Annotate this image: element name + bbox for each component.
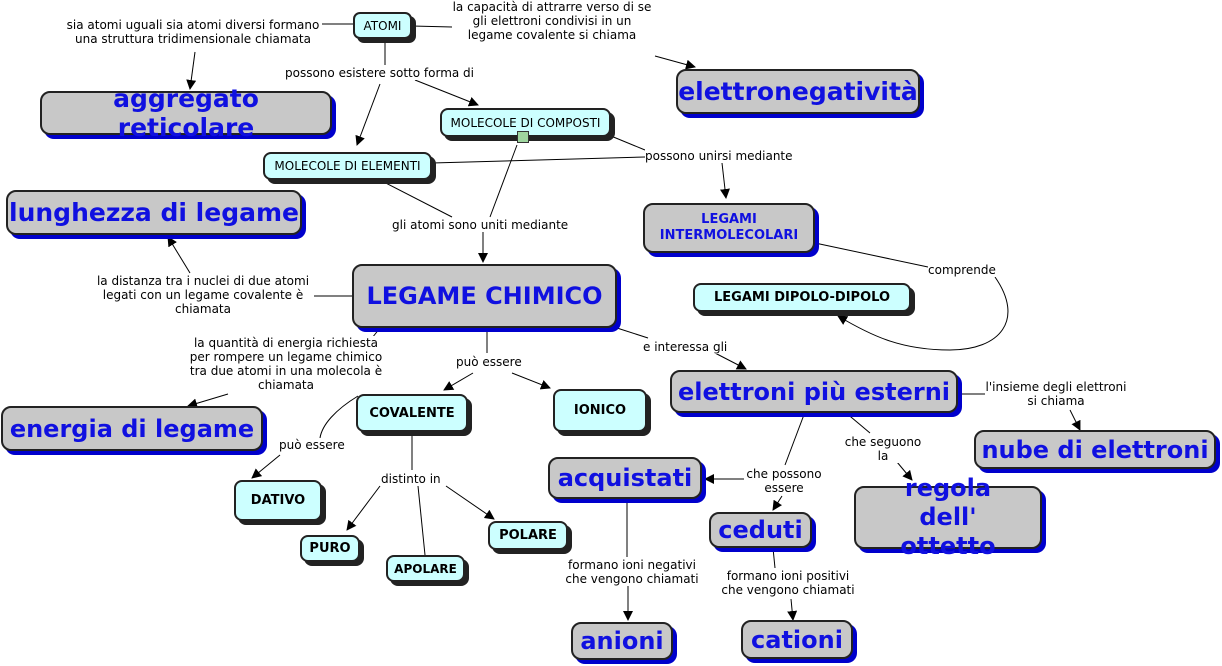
- node-lunghezza-di-legame[interactable]: lunghezza di legame: [6, 190, 302, 235]
- node-aggregato-reticolare[interactable]: aggregato reticolare: [40, 84, 332, 142]
- label-che-possono: che possono essere: [744, 467, 824, 495]
- node-puro[interactable]: PURO: [300, 535, 360, 562]
- label-ioni-negativi: formano ioni negativi che vengono chiama…: [562, 558, 702, 586]
- label-distanza: la distanza tra i nuclei di due atomi le…: [92, 274, 314, 316]
- node-ceduti[interactable]: ceduti: [709, 512, 812, 548]
- node-elettronegativita[interactable]: elettronegatività: [676, 69, 920, 114]
- label-insieme: l'insieme degli elettroni si chiama: [985, 380, 1127, 408]
- label-atomi-uniti: gli atomi sono uniti mediante: [392, 218, 569, 232]
- label-quantita: la quantità di energia richiesta per rom…: [186, 336, 386, 392]
- node-cationi[interactable]: cationi: [741, 620, 853, 659]
- node-regola-ottetto[interactable]: regola dell' ottetto: [854, 474, 1042, 560]
- label-che-seguono: che seguono la: [840, 435, 926, 463]
- label-comprende: comprende: [928, 263, 996, 277]
- node-acquistati[interactable]: acquistati: [548, 457, 702, 499]
- label-ioni-positivi: formano ioni positivi che vengono chiama…: [718, 569, 858, 597]
- node-molecole-elementi[interactable]: MOLECOLE DI ELEMENTI: [263, 152, 432, 180]
- label-possono-unirsi: possono unirsi mediante: [645, 149, 793, 163]
- node-ionico[interactable]: IONICO: [553, 389, 647, 432]
- node-nube-di-elettroni[interactable]: nube di elettroni: [974, 430, 1216, 469]
- label-puo-essere-2: può essere: [279, 438, 345, 452]
- node-apolare[interactable]: APOLARE: [386, 555, 465, 582]
- node-dativo[interactable]: DATIVO: [234, 480, 322, 521]
- label-interessa: e interessa gli: [643, 340, 728, 354]
- node-polare[interactable]: POLARE: [488, 521, 568, 550]
- label-possono-esistere: possono esistere sotto forma di: [285, 66, 474, 80]
- node-elettroni-piu-esterni[interactable]: elettroni più esterni: [670, 370, 958, 413]
- label-puo-essere: può essere: [456, 355, 522, 369]
- node-legami-intermolecolari[interactable]: LEGAMI INTERMOLECOLARI: [643, 203, 815, 253]
- label-capacita: la capacità di attrarre verso di se gli …: [452, 0, 652, 42]
- node-covalente[interactable]: COVALENTE: [356, 394, 468, 432]
- label-sia-atomi: sia atomi uguali sia atomi diversi forma…: [64, 18, 322, 46]
- node-energia-di-legame[interactable]: energia di legame: [1, 406, 263, 451]
- node-atomi[interactable]: ATOMI: [353, 12, 412, 39]
- node-anioni[interactable]: anioni: [571, 622, 673, 660]
- label-distinto: distinto in: [381, 472, 441, 486]
- node-legame-chimico[interactable]: LEGAME CHIMICO: [352, 264, 617, 328]
- film-icon[interactable]: [517, 131, 529, 143]
- node-legami-dipolo-dipolo[interactable]: LEGAMI DIPOLO-DIPOLO: [693, 283, 911, 312]
